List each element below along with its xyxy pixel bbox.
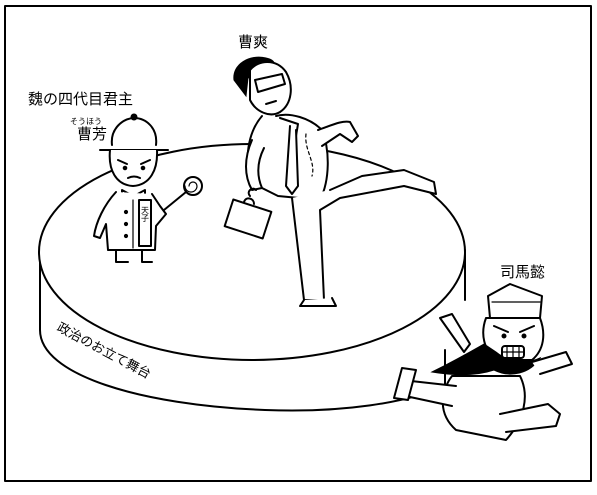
sima-yi-figure (393, 283, 573, 441)
emperor-sash-text: 天子 (141, 206, 150, 222)
panel-border (4, 5, 592, 482)
beard (430, 343, 542, 376)
sunglasses-icon (254, 73, 286, 93)
emperor-title-caption: 魏の四代目君主 (28, 90, 133, 108)
cao-shuang-figure (223, 56, 437, 307)
cao-shuang-caption: 曹爽 (238, 33, 268, 51)
lollipop-icon (183, 176, 203, 196)
emperor-name-caption: 曹芳 (77, 125, 107, 143)
cao-fang-figure: 天子 (93, 113, 203, 263)
briefcase-icon (223, 198, 273, 240)
necktie (285, 125, 299, 195)
emperor-furigana: そうほう (70, 117, 102, 126)
emperor-sash (138, 199, 152, 247)
sima-yi-caption: 司馬懿 (500, 263, 545, 281)
